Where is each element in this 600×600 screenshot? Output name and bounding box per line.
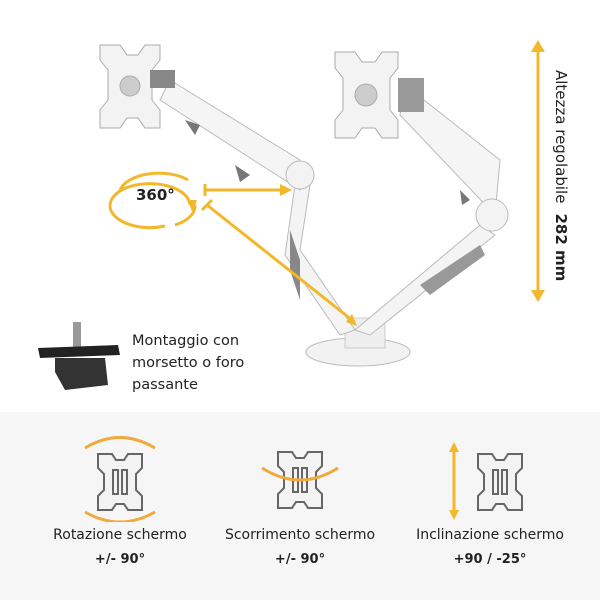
dual-monitor-arm-illustration [38,40,545,390]
height-arrow [531,40,545,302]
feature-value: +/- 90° [274,552,326,567]
clamp-illustration [38,322,120,390]
features-panel: Rotazione schermo +/- 90° Scorrimento sc… [0,412,600,600]
rotation-360-label: 360° [136,186,175,204]
feature-label: Inclinazione schermo [416,527,564,543]
height-adjustment-label: Altezza regolabile 282 mm [552,70,570,290]
height-label: Altezza regolabile [552,70,570,204]
mount-description: Montaggio con morsetto o foro passante [132,333,245,393]
feature-label: Rotazione schermo [53,527,187,543]
product-hero: Altezza regolabile 282 mm 360° Montaggio … [38,40,570,393]
swivel-icon [261,451,339,509]
height-value: 282 mm [552,213,570,282]
feature-value: +90 / -25° [453,552,527,567]
rotation-360-icon [108,171,357,326]
tilt-icon [449,442,523,520]
feature-label: Scorrimento schermo [224,527,376,543]
right-vesa-plate [334,51,399,139]
feature-value: +/- 90° [94,552,146,567]
left-vesa-plate [99,44,161,129]
rotation-icon [84,436,156,522]
